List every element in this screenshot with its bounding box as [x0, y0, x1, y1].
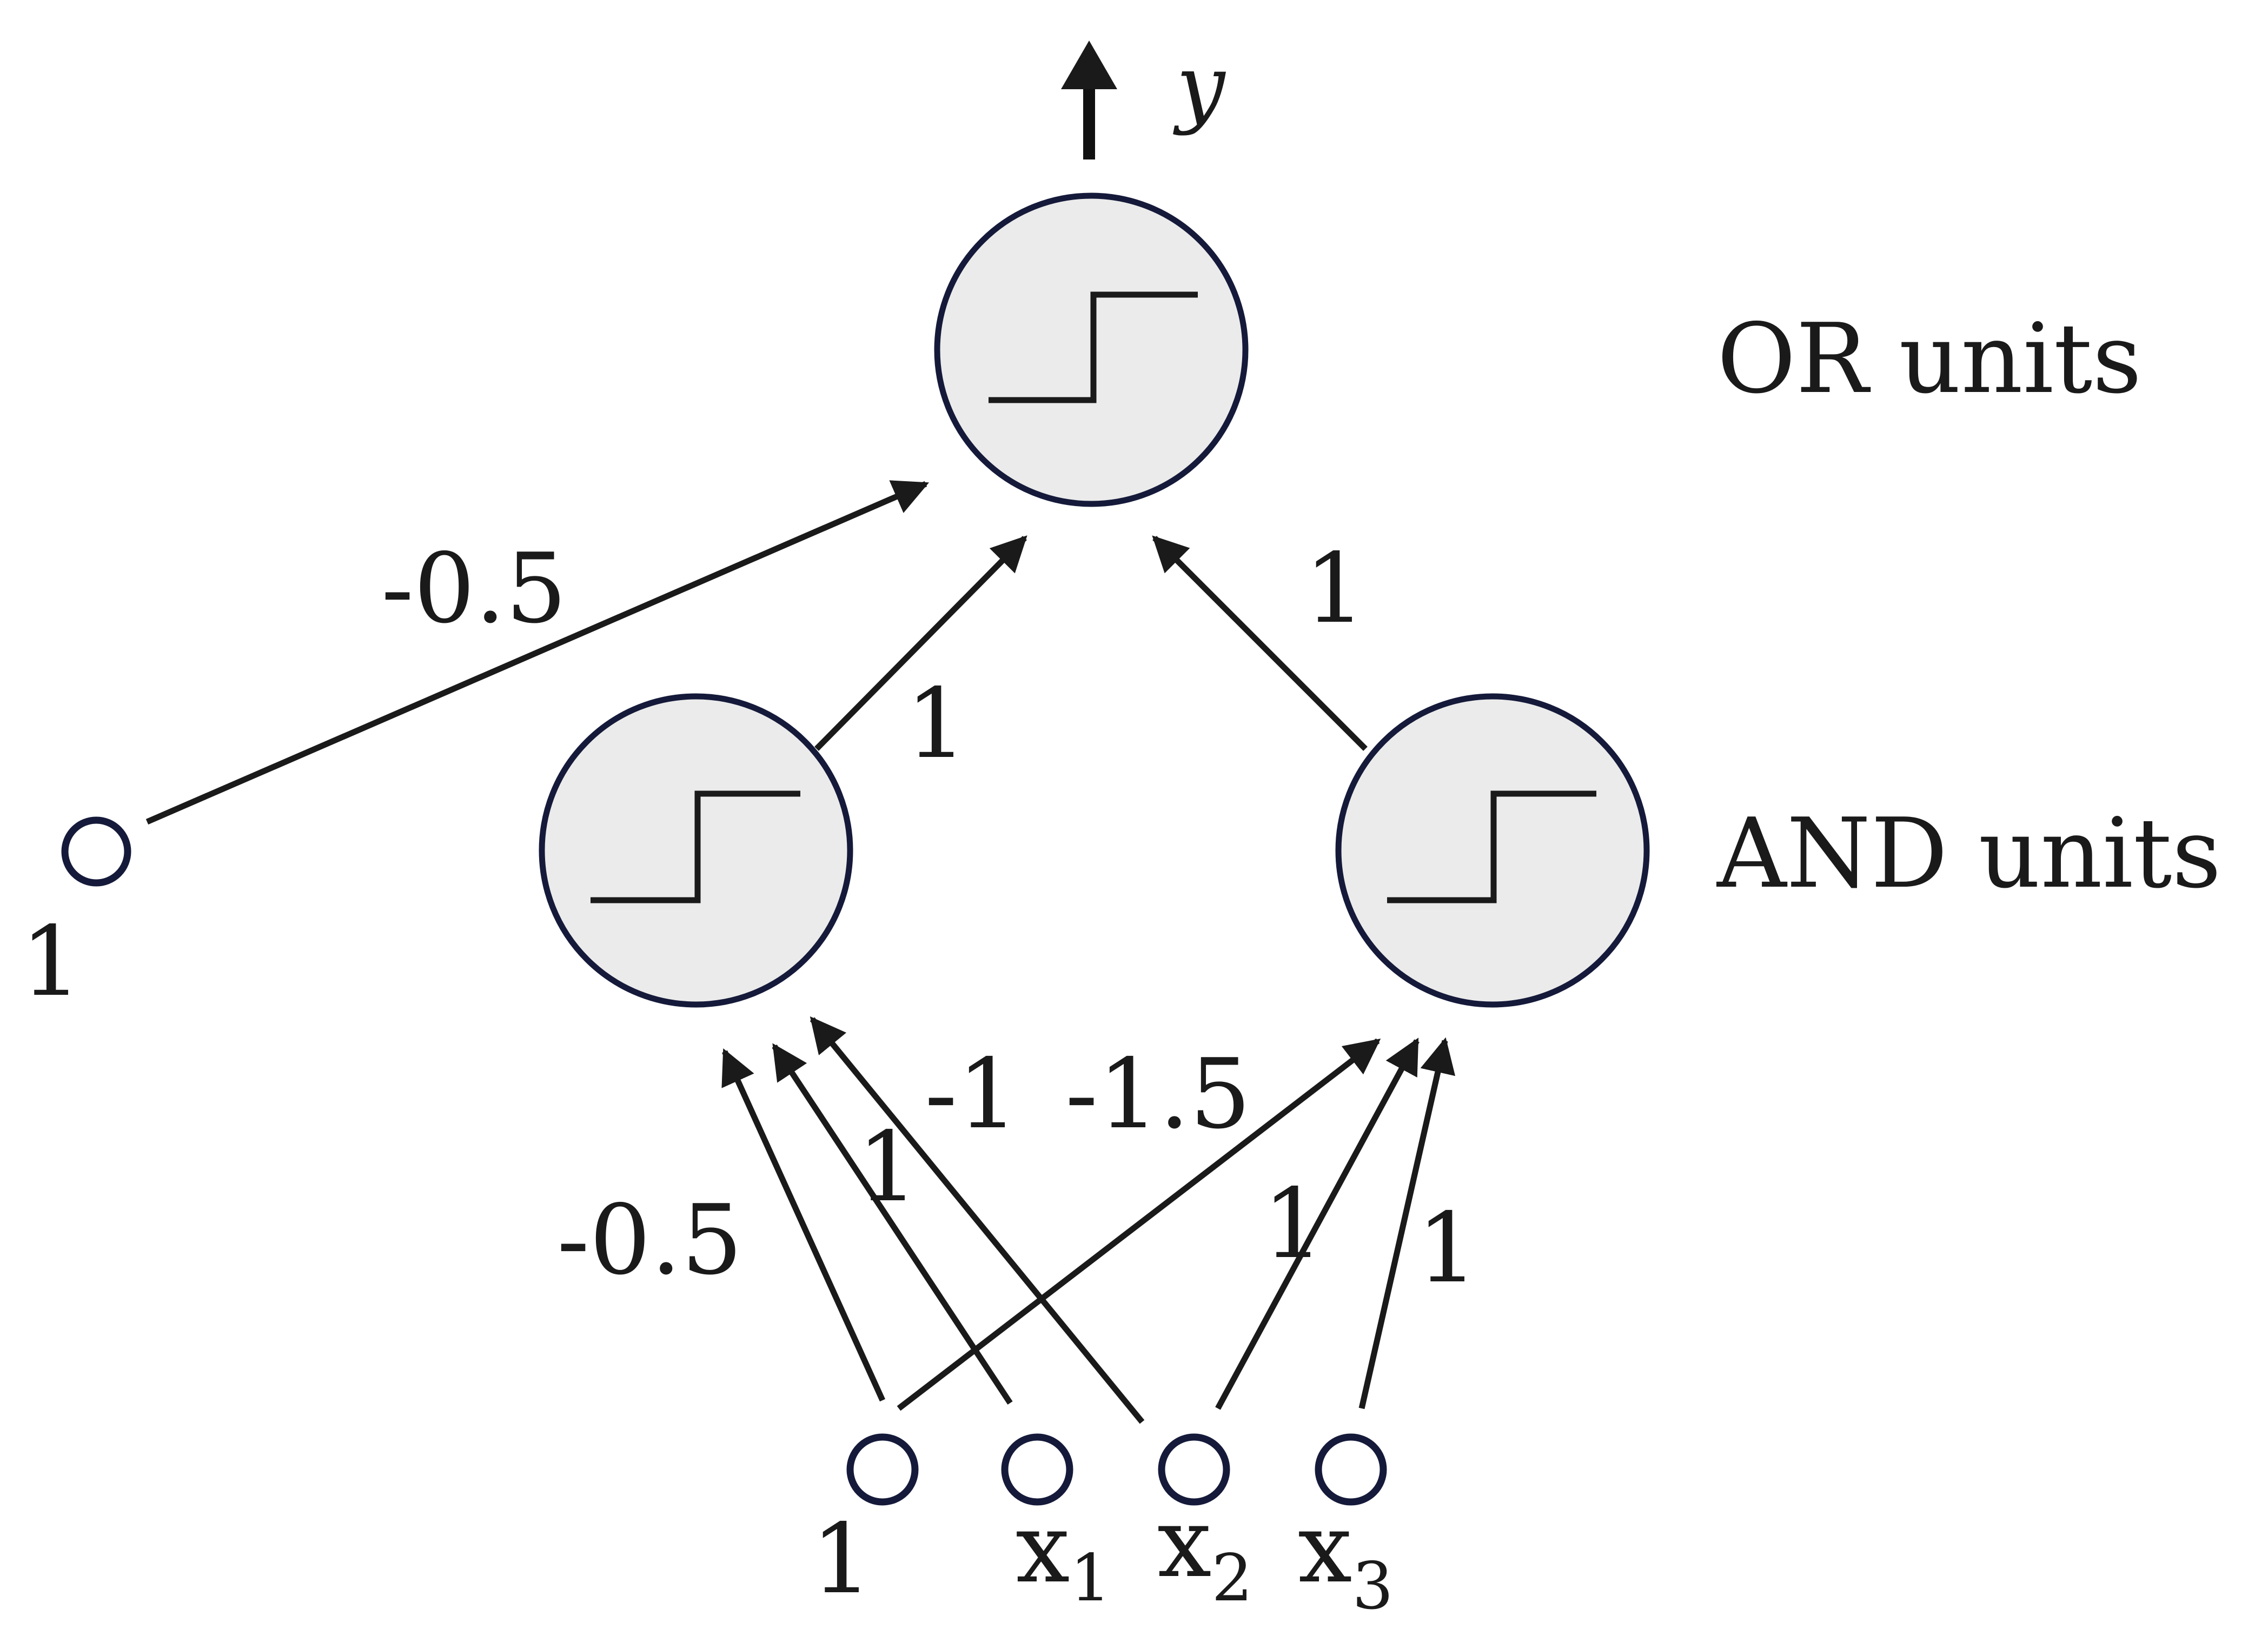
weight-and2-to-or: 1: [1304, 533, 1365, 644]
weight-and1-to-or: 1: [906, 668, 967, 780]
weight-bias-to-and1: -0.5: [557, 1184, 742, 1296]
edge-x1-to-and1: [772, 1043, 1013, 1405]
edge-and2-to-or: [1152, 535, 1368, 751]
input-x2-label: x2: [1157, 1487, 1253, 1616]
edge-x2-to-and2: [1215, 1038, 1420, 1410]
and-unit-1: [539, 693, 853, 1008]
input-x3-node: [1315, 1433, 1387, 1506]
and-units-label: AND units: [1716, 797, 2221, 909]
weight-x2-to-and1: -1: [925, 1038, 1018, 1150]
weight-x2-to-and2: 1: [1263, 1168, 1324, 1280]
weight-bias-to-and2: -1.5: [1065, 1038, 1251, 1150]
weight-x1-to-and1: 1: [857, 1111, 918, 1223]
output-label: y: [1173, 36, 1226, 137]
edge-x2-to-and1: [810, 1016, 1145, 1424]
and-unit-2: [1335, 693, 1650, 1008]
or-bias-label: 1: [21, 906, 82, 1018]
step-function-icon: [591, 790, 800, 903]
input-bias-label: 1: [811, 1503, 872, 1615]
or-bias-node: [61, 816, 131, 887]
weight-or-bias-to-or: -0.5: [381, 533, 567, 644]
output-arrow-icon: [1061, 41, 1117, 159]
edge-and1-to-or: [814, 535, 1027, 751]
or-unit: [934, 192, 1249, 507]
edge-or-bias-to-or: [145, 480, 930, 825]
edge-bias-to-and2: [897, 1038, 1381, 1411]
input-x1-label: x1: [1016, 1492, 1111, 1616]
step-function-icon: [989, 291, 1198, 403]
input-x3-label: x3: [1298, 1492, 1394, 1624]
weight-x3-to-and2: 1: [1417, 1192, 1478, 1304]
or-units-label: OR units: [1717, 303, 2142, 415]
input-bias-node: [846, 1433, 919, 1506]
edge-bias-to-and1: [721, 1048, 886, 1402]
step-function-icon: [1387, 790, 1596, 903]
input-x1-node: [1001, 1433, 1073, 1506]
input-x2-node: [1158, 1433, 1230, 1506]
edge-x3-to-and2: [1358, 1037, 1456, 1409]
